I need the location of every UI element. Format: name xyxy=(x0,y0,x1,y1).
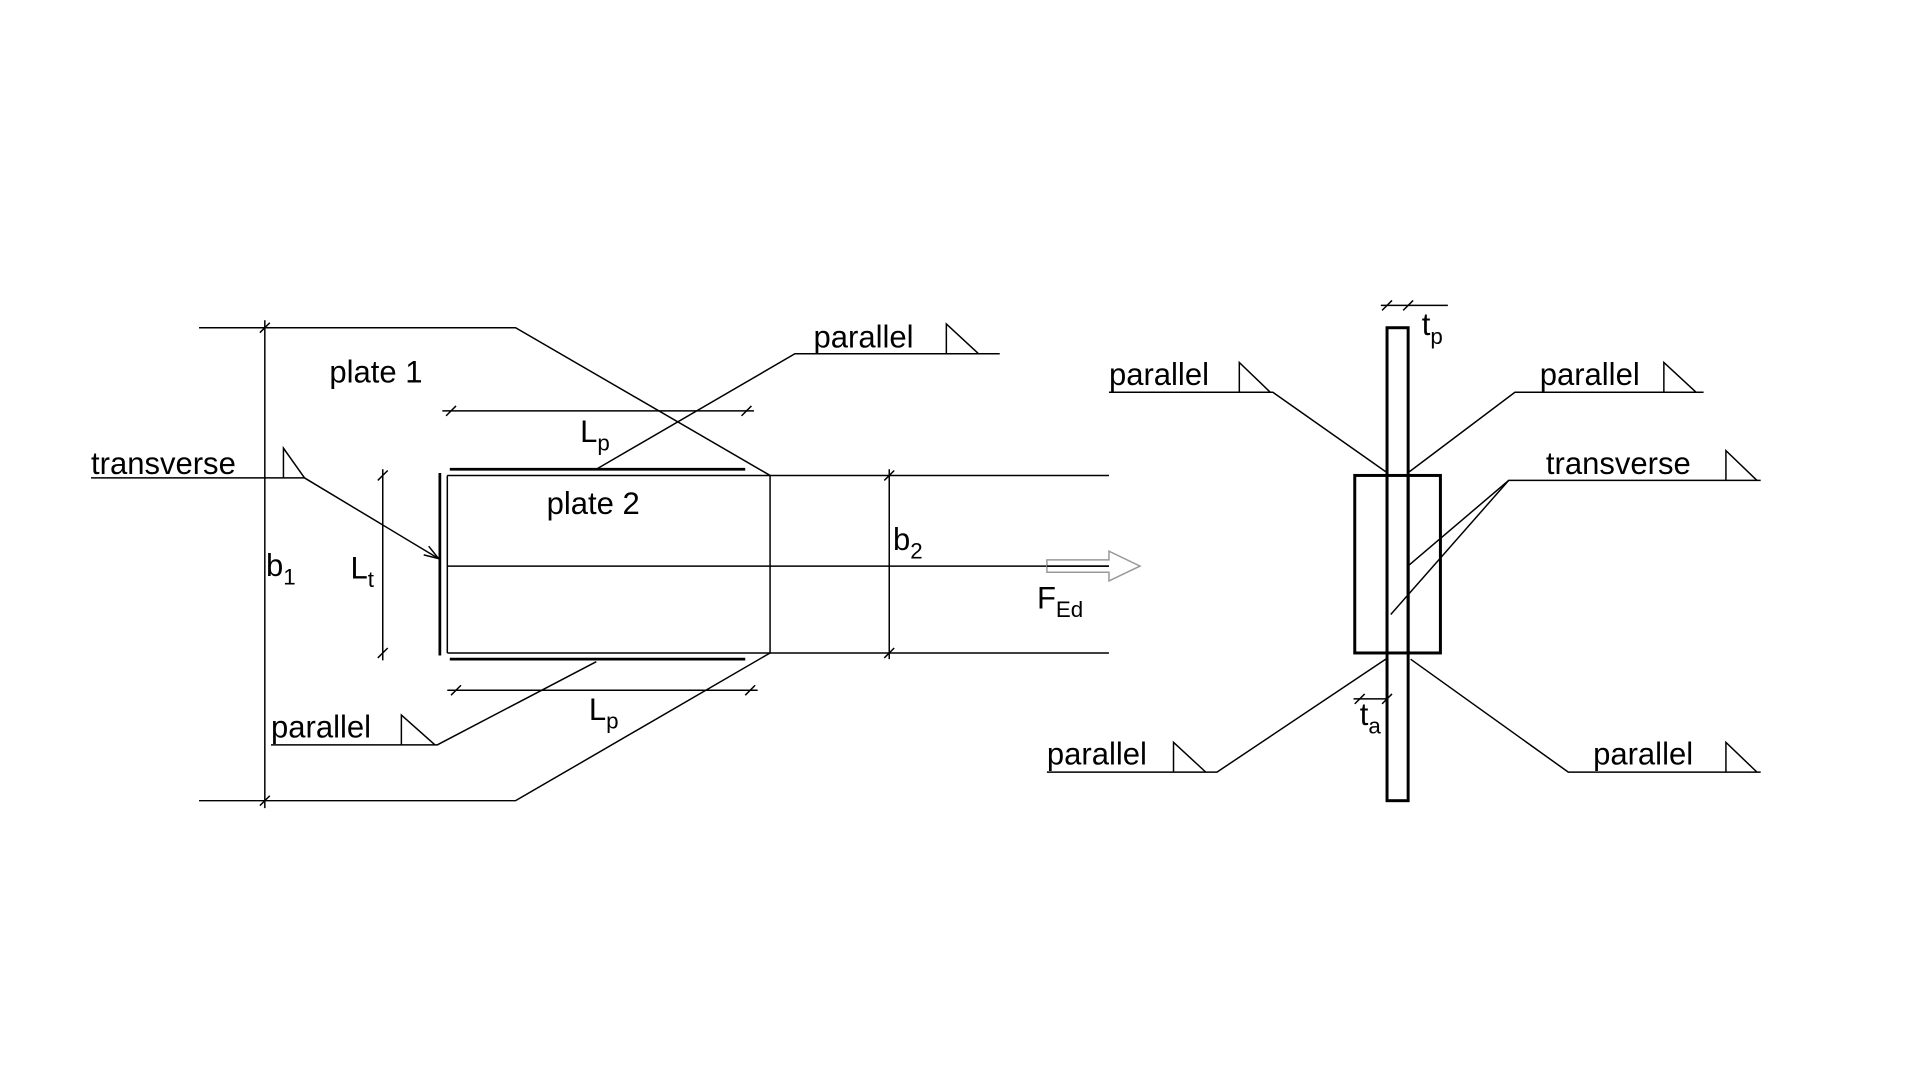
plate1-outline-top xyxy=(199,326,771,477)
svg-text:Lp: Lp xyxy=(589,692,619,734)
fillet-weld-symbol-icon xyxy=(1238,360,1271,393)
dimension-b1: b1 xyxy=(259,320,296,809)
svg-text:parallel: parallel xyxy=(1047,737,1147,772)
weld-callout-parallel-top-left: parallel xyxy=(1109,357,1387,473)
force-label: FEd xyxy=(1037,580,1083,622)
left-plan-view: b1 Lt b2 Lp Lp plate 1 xyxy=(91,320,1142,809)
weld-callout-transverse: transverse xyxy=(1390,446,1761,615)
svg-text:parallel: parallel xyxy=(271,709,371,744)
dimension-ta: ta xyxy=(1353,693,1393,739)
fillet-weld-symbol-icon xyxy=(1725,448,1758,481)
svg-text:parallel: parallel xyxy=(1593,737,1693,772)
fillet-weld-symbol-icon xyxy=(1663,360,1697,393)
svg-text:ta: ta xyxy=(1360,697,1382,739)
splice-plates-section xyxy=(1353,473,1442,655)
fillet-weld-symbol-icon xyxy=(1725,740,1758,773)
weld-callout-parallel-top-right: parallel xyxy=(1408,357,1704,473)
main-plate-section xyxy=(1385,326,1410,803)
dimension-b2: b2 xyxy=(883,469,923,660)
svg-text:Lt: Lt xyxy=(350,550,374,592)
fillet-weld-symbol-icon xyxy=(400,713,436,746)
svg-text:parallel: parallel xyxy=(1540,357,1640,392)
dimension-lp-bottom: Lp xyxy=(447,684,758,734)
svg-text:b1: b1 xyxy=(266,548,296,590)
svg-text:Lp: Lp xyxy=(580,414,610,456)
weld-callout-parallel-top: parallel xyxy=(595,320,1000,470)
force-arrow-icon xyxy=(1046,549,1142,583)
plate2-label: plate 2 xyxy=(547,486,640,521)
dimension-lp-top: Lp xyxy=(442,405,754,456)
svg-text:transverse: transverse xyxy=(1546,446,1691,481)
fillet-weld-symbol-icon xyxy=(1172,740,1207,773)
plate1-label: plate 1 xyxy=(329,354,422,389)
svg-text:parallel: parallel xyxy=(814,320,914,355)
svg-text:transverse: transverse xyxy=(91,446,236,481)
fillet-weld-symbol-icon xyxy=(945,322,980,355)
svg-text:tp: tp xyxy=(1422,307,1443,349)
weld-callout-parallel-bottom-right: parallel xyxy=(1410,658,1761,773)
weld-callout-parallel-bottom: parallel xyxy=(271,660,597,746)
fillet-weld-symbol-icon xyxy=(282,445,306,479)
dimension-tp: tp xyxy=(1380,299,1448,349)
plate1-outline-bottom xyxy=(199,652,771,802)
svg-text:parallel: parallel xyxy=(1109,357,1209,392)
dimension-lt: Lt xyxy=(350,469,389,661)
weld-callout-parallel-bottom-left: parallel xyxy=(1047,658,1387,773)
right-section-view: tp ta parallel parallel transverse paral… xyxy=(1047,299,1761,803)
svg-text:b2: b2 xyxy=(893,522,923,564)
weld-callout-transverse: transverse xyxy=(91,445,441,560)
